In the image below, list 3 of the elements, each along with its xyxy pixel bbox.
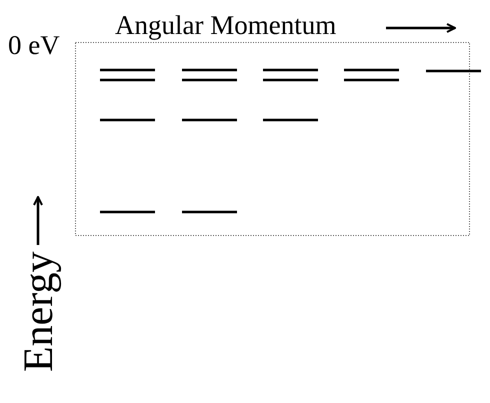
axis-title: Angular Momentum (115, 12, 336, 39)
axis-title: Energy (18, 251, 60, 372)
axis-value: 0 eV (8, 32, 60, 59)
